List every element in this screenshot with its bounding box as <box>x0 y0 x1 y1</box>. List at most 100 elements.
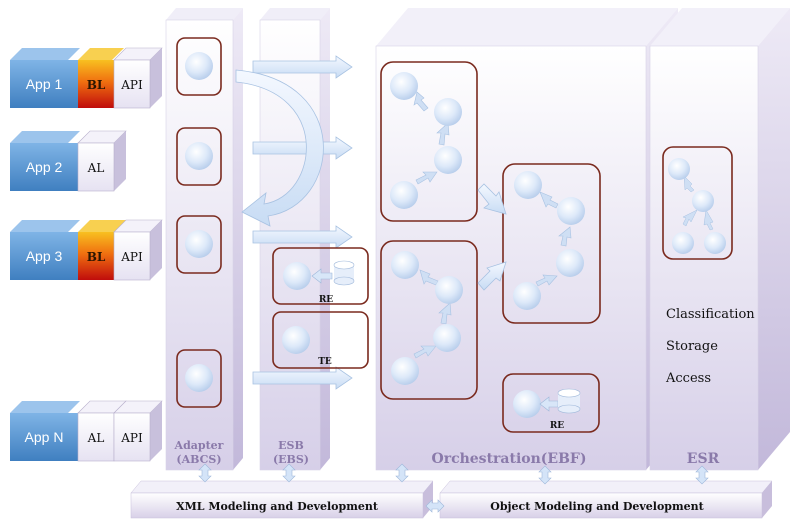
app-2-label: App 2 <box>26 159 63 175</box>
esb-column: ESB (EBS) <box>259 8 330 471</box>
adapter-column: Adapter (ABCS) <box>165 8 243 471</box>
orchestration-label: Orchestration(EBF) <box>432 451 587 467</box>
app-n-al-layer <box>77 412 115 462</box>
orch-routing-node <box>513 390 541 418</box>
app-1-api-label: API <box>120 78 143 92</box>
flow-arrow-3 <box>252 225 353 249</box>
app-1-api-layer <box>113 59 151 109</box>
object-modeling-label: Object Modeling and Development <box>490 500 704 513</box>
connector-orch-object <box>538 465 552 485</box>
esb-transformation-box: TE <box>272 311 369 369</box>
app-2-al-layer <box>77 142 115 192</box>
app-3-api-label: API <box>120 250 143 264</box>
esr-tree-node-2 <box>692 190 714 212</box>
adapter-service-4-node <box>185 364 213 392</box>
orch-flow-1-node-1 <box>390 72 418 100</box>
app-n-api-layer <box>113 412 151 462</box>
flow-arrow-4 <box>252 366 353 390</box>
connector-esr-object <box>695 465 709 485</box>
app-2-box <box>10 143 78 191</box>
orch-flow-2-node-3 <box>433 324 461 352</box>
orch-flow-1 <box>380 61 478 222</box>
adapter-sublabel: (ABCS) <box>176 453 221 466</box>
orch-flow-3-node-2 <box>557 197 585 225</box>
orch-flow-2 <box>380 240 478 400</box>
esr-feature-classification: Classification <box>666 307 755 322</box>
esr-features: Classification Storage Access <box>665 307 755 386</box>
app-3-box <box>10 232 78 280</box>
connector-esb-xml <box>282 463 296 483</box>
esb-routing-node <box>283 262 311 290</box>
orch-routing-box: RE <box>502 373 600 433</box>
esr-panel <box>649 45 759 471</box>
esr-label: ESR <box>687 451 720 467</box>
esr-feature-access: Access <box>665 371 711 386</box>
orch-flow-1-node-4 <box>390 181 418 209</box>
app-3-bl-label: BL <box>87 250 106 264</box>
database-icon <box>333 260 355 286</box>
app-2-stack: App 2 AL <box>10 130 127 192</box>
adapter-service-3 <box>176 215 222 274</box>
app-3-label: App 3 <box>26 248 63 264</box>
adapter-service-1-node <box>185 52 213 80</box>
esb-routing-box: RE <box>272 247 369 305</box>
esr-tree-node-1 <box>668 158 690 180</box>
orch-flow-2-node-1 <box>391 251 419 279</box>
orch-flow-3-node-1 <box>514 171 542 199</box>
orch-flow-3-node-3 <box>556 249 584 277</box>
adapter-service-2-node <box>185 142 213 170</box>
vertical-connectors <box>198 463 709 513</box>
orch-flow-2-node-4 <box>391 357 419 385</box>
orch-flow-1-node-2 <box>434 98 462 126</box>
orch-flow-2-node-2 <box>435 276 463 304</box>
orch-connector-2 <box>477 261 507 291</box>
esb-sublabel: (EBS) <box>273 453 309 466</box>
flow-arrows <box>252 55 353 390</box>
app-n-box <box>10 413 78 461</box>
adapter-service-3-node <box>185 230 213 258</box>
adapter-service-2 <box>176 127 222 186</box>
esb-transformation-node <box>282 326 310 354</box>
adapter-label: Adapter <box>174 439 224 452</box>
app-3-api-layer <box>113 231 151 281</box>
database-icon <box>557 388 581 414</box>
app-n-al-label: AL <box>87 431 105 445</box>
app-1-stack: App 1 BL API <box>10 47 163 109</box>
flow-arrow-2 <box>252 136 353 160</box>
esb-label: ESB <box>278 439 304 452</box>
esr-tree-box <box>662 146 733 260</box>
esb-routing-label: RE <box>319 295 333 305</box>
orch-flow-1-node-3 <box>434 146 462 174</box>
app-n-label: App N <box>25 429 64 445</box>
flow-arrow-1 <box>252 55 353 79</box>
app-n-stack: App N AL API <box>10 400 163 462</box>
app-n-api-label: API <box>120 431 143 445</box>
connector-adapter-xml <box>198 463 212 483</box>
orch-connectors <box>477 183 507 291</box>
esb-transformation-label: TE <box>318 357 332 367</box>
app-1-label: App 1 <box>26 76 63 92</box>
connector-orch-xml <box>395 463 409 483</box>
app-3-stack: App 3 BL API <box>10 219 163 281</box>
app-1-box <box>10 60 78 108</box>
adapter-service-1 <box>176 37 222 96</box>
app-2-al-label: AL <box>87 161 105 175</box>
orch-routing-label: RE <box>550 421 564 431</box>
xml-modeling-label: XML Modeling and Development <box>176 500 379 513</box>
orch-connector-1 <box>477 183 507 215</box>
return-arrow <box>235 69 324 227</box>
esr-tree-node-4 <box>704 232 726 254</box>
object-modeling-bar: Object Modeling and Development <box>439 480 773 519</box>
xml-modeling-bar: XML Modeling and Development <box>130 480 434 519</box>
app-3-bl-layer <box>78 232 114 280</box>
connector-bars <box>425 499 445 513</box>
adapter-service-4 <box>176 349 222 408</box>
esr-tree-node-3 <box>672 232 694 254</box>
orch-flow-3-node-4 <box>513 282 541 310</box>
esr-feature-storage: Storage <box>666 339 718 354</box>
app-1-bl-label: BL <box>87 78 106 92</box>
orch-flow-3 <box>502 163 601 324</box>
app-1-bl-layer <box>78 60 114 108</box>
